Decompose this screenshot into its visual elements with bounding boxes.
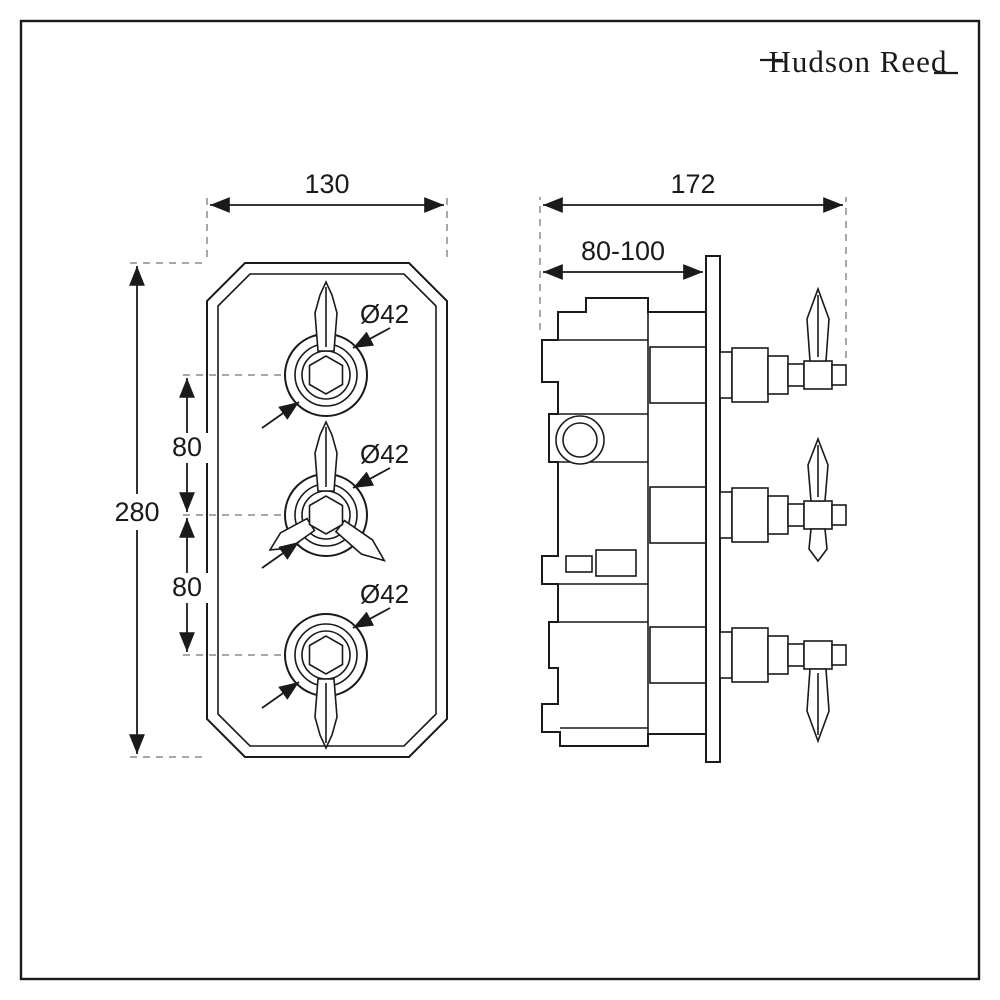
dim-label-height: 280 — [114, 497, 159, 527]
dim-text-mask — [111, 494, 163, 530]
dim-front-height: 280 — [111, 266, 163, 754]
knob-hex-nut — [308, 635, 344, 675]
side-view: 172 80-100 — [539, 169, 847, 763]
knob-hex-nut — [308, 495, 344, 535]
dim-spacing-upper: 80 — [166, 378, 208, 512]
side-lever-up — [806, 286, 830, 362]
lever-handle-down — [314, 678, 338, 750]
side-lever-down — [806, 668, 830, 744]
drawing-border — [19, 19, 981, 981]
inlet-port-inner — [562, 422, 598, 458]
diameter-callout-bottom: Ø42 — [261, 579, 409, 709]
diameter-label: Ø42 — [360, 579, 409, 609]
diameter-callout-middle: Ø42 — [261, 439, 409, 569]
handle-hub — [803, 360, 833, 390]
body-linkage-detail — [595, 549, 637, 577]
cartridge-top — [719, 286, 847, 403]
spindle-cap — [831, 504, 847, 526]
logo-text: Hudson Reed — [769, 44, 948, 79]
valve-knob-middle — [268, 420, 386, 562]
body-stub-bottom — [649, 626, 707, 684]
lever-handle-up — [314, 420, 338, 492]
front-plate-inner — [217, 273, 437, 747]
valve-knob-top — [284, 280, 368, 417]
side-lever-up — [807, 436, 829, 502]
dim-recess-depth: 80-100 — [543, 236, 703, 280]
brand-logo: Hudson Reed — [760, 44, 958, 79]
diameter-callout-top: Ø42 — [261, 299, 409, 429]
cartridge-bottom — [719, 627, 847, 744]
body-linkage-detail — [565, 555, 593, 573]
spindle-cap — [831, 644, 847, 666]
dim-label-recess-depth: 80-100 — [581, 236, 665, 266]
dim-text-mask — [166, 433, 208, 463]
valve-knob-bottom — [284, 613, 368, 750]
wall-plate — [705, 255, 721, 763]
dim-label-side-width: 172 — [670, 169, 715, 199]
cross-arm-left — [334, 519, 386, 562]
cartridge-middle — [719, 436, 847, 563]
front-view: Ø42 Ø42 Ø42 130 280 — [111, 169, 448, 758]
knob-hex-nut — [308, 355, 344, 395]
dim-text-mask — [166, 573, 208, 603]
spindle-cap — [831, 364, 847, 386]
lever-handle-up — [314, 280, 338, 352]
dim-front-width: 130 — [210, 169, 444, 213]
dim-side-width: 172 — [543, 169, 843, 213]
handle-hub — [803, 500, 833, 530]
handle-hub — [803, 640, 833, 670]
diameter-label: Ø42 — [360, 299, 409, 329]
dim-label-spacing-lower: 80 — [172, 572, 202, 602]
side-cross-arm-down — [808, 528, 828, 563]
dim-label-spacing-upper: 80 — [172, 432, 202, 462]
dim-spacing-lower: 80 — [166, 518, 208, 652]
diameter-label: Ø42 — [360, 439, 409, 469]
body-stub-middle — [649, 486, 707, 544]
dim-label-width: 130 — [304, 169, 349, 199]
body-stub-top — [649, 346, 707, 404]
